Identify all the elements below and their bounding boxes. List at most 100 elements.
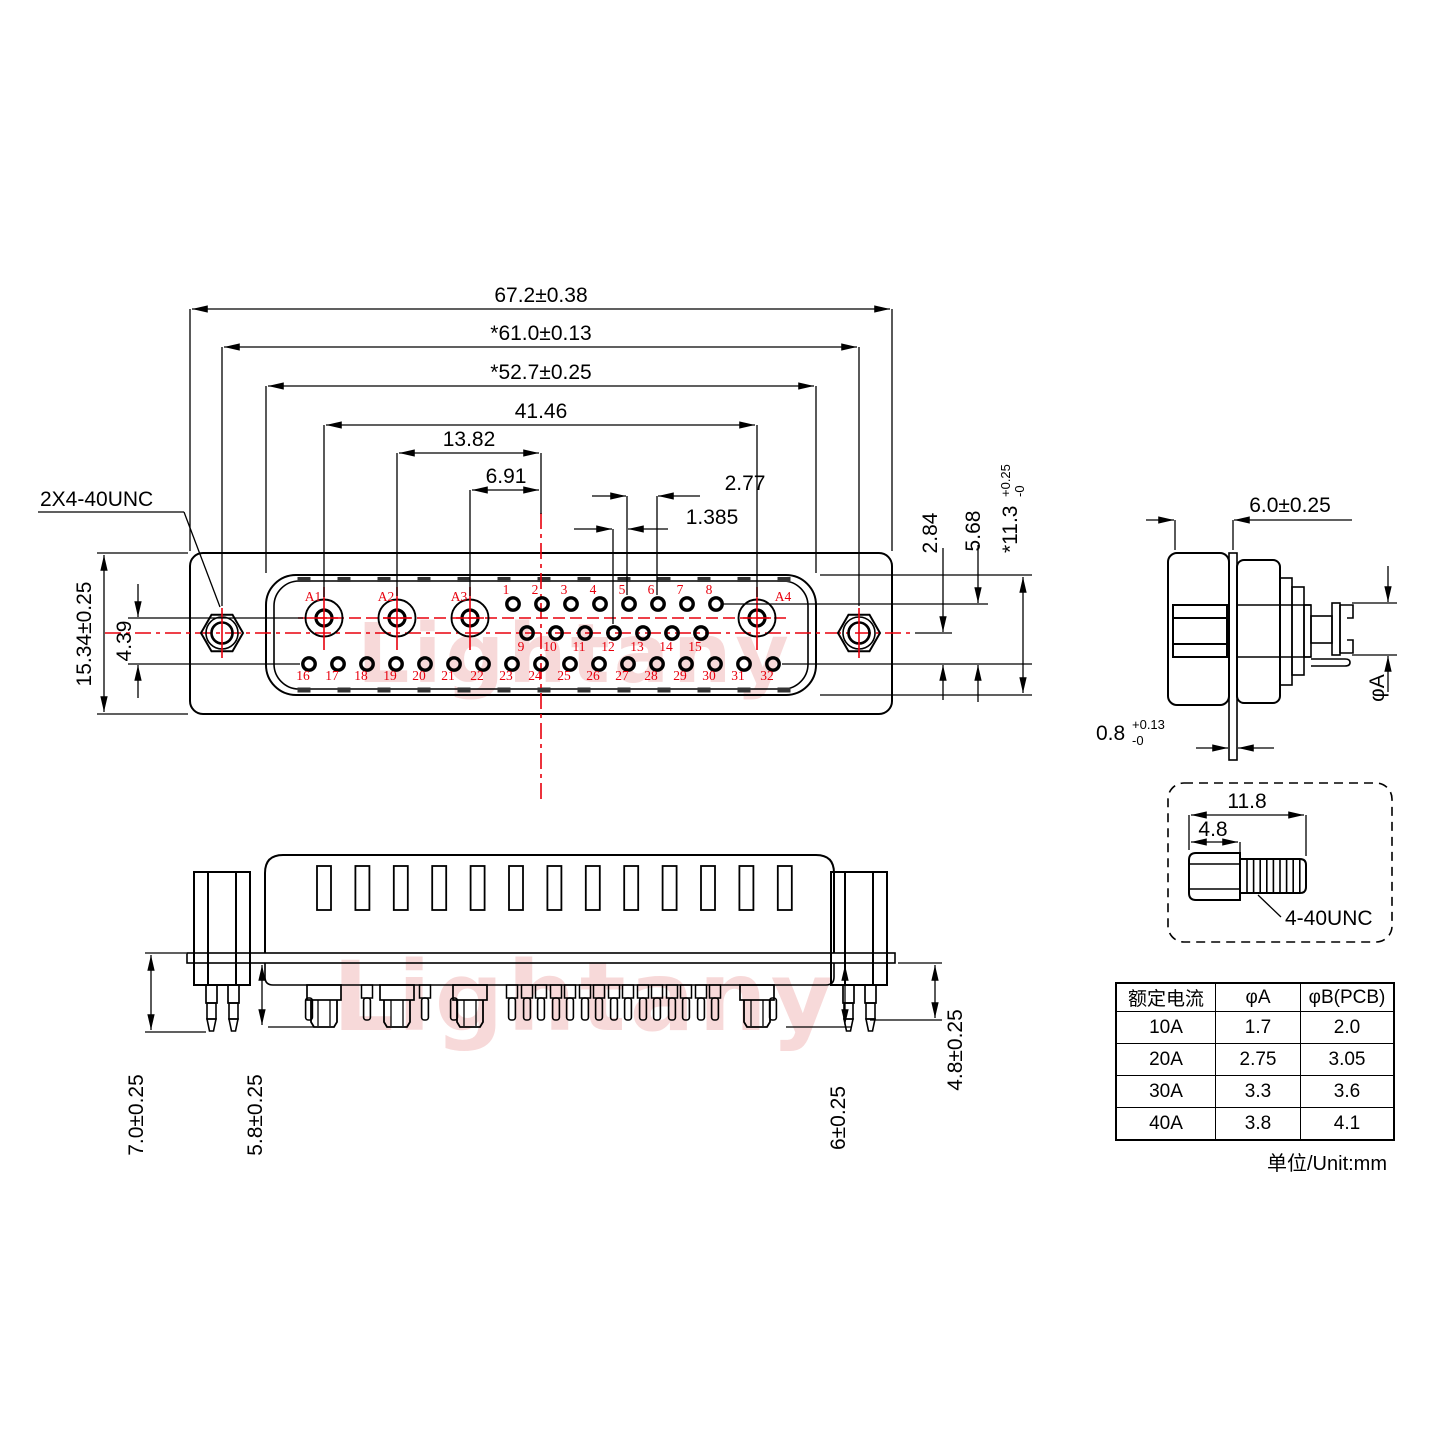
pin-label: 5 — [619, 582, 626, 597]
dim-row1-row3: 5.68 — [962, 511, 985, 552]
signal-tail — [652, 997, 662, 1021]
dim-width-coax: 41.46 — [515, 400, 568, 423]
signal-pin — [417, 656, 433, 672]
shell-finger-tick — [297, 577, 311, 582]
dim-width-body: *52.7±0.25 — [490, 361, 591, 384]
dim-row-stagger: 1.385 — [686, 506, 739, 529]
dim-rowa-row3: 4.39 — [113, 621, 136, 662]
signal-pin — [707, 656, 723, 672]
signal-pin — [548, 625, 564, 641]
unit-note: 单位/Unit:mm — [1267, 1153, 1387, 1175]
mount-nut-right — [836, 608, 882, 658]
signal-pin — [591, 656, 607, 672]
sv-pin — [1311, 658, 1351, 667]
sv-dim-depth: 6.0±0.25 — [1249, 494, 1331, 517]
sv-dim-plate-thickness: 0.8 +0.13 -0 — [1096, 717, 1165, 748]
screw-dims — [1188, 811, 1307, 918]
svg-text:0.8: 0.8 — [1096, 722, 1125, 745]
shell-finger-tick — [577, 577, 591, 582]
signal-pin — [621, 596, 637, 612]
pin-label: 17 — [325, 668, 339, 683]
bv-slot — [738, 865, 755, 911]
signal-pin — [708, 596, 724, 612]
bv-slot — [431, 865, 448, 911]
bv-dim-coax-tail-left: 5.8±0.25 — [244, 1074, 267, 1156]
coax-tail — [743, 1000, 771, 1028]
screw-thread-label: 4-40UNC — [1285, 907, 1373, 930]
pin-label: 30 — [702, 668, 716, 683]
pin-label: 19 — [383, 668, 397, 683]
svg-text:*11.3: *11.3 — [999, 506, 1022, 554]
screw-shape — [1188, 852, 1307, 901]
col-phi-a: φA — [1215, 982, 1301, 1012]
dim-flange-height: 15.34±0.25 — [73, 582, 96, 687]
bv-slot — [623, 865, 640, 911]
shell-finger-tick — [457, 687, 471, 693]
screw-dim-head: 4.8 — [1198, 818, 1227, 841]
coax-base — [379, 984, 415, 1001]
signal-pin — [301, 656, 317, 672]
shell-finger-tick — [337, 687, 351, 693]
signal-tail — [667, 997, 677, 1021]
coax-label: A2 — [378, 589, 395, 604]
detail-box — [1167, 782, 1393, 943]
signal-pin — [679, 596, 695, 612]
signal-tail — [362, 997, 372, 1021]
sv-body — [1236, 559, 1281, 704]
signal-tail — [696, 997, 706, 1021]
bv-slot — [700, 865, 716, 911]
signal-pin — [504, 656, 520, 672]
thread-callout: 2X4-40UNC — [40, 488, 153, 511]
shell-spring-fingers — [297, 577, 791, 693]
shell-finger-tick — [617, 577, 631, 582]
bv-slot — [354, 865, 371, 911]
shell-finger-tick — [777, 687, 791, 693]
bv-slots — [316, 865, 793, 911]
signal-tail — [638, 997, 648, 1021]
bv-slot — [661, 865, 678, 911]
watermark-bottom: Lightany — [333, 941, 838, 1053]
coax-tail — [456, 1000, 484, 1028]
screw-detail: 11.8 4.8 4-40UNC — [1167, 782, 1393, 943]
sv-shell — [1167, 552, 1230, 706]
pin-label: 23 — [499, 668, 513, 683]
signal-pin — [606, 625, 622, 641]
signal-pin — [736, 656, 752, 672]
signal-pin — [678, 656, 694, 672]
spec-table-header-row: 额定电流 φA φB(PCB) — [1115, 982, 1395, 1012]
signal-pin — [577, 625, 593, 641]
sv-dims — [1146, 516, 1397, 752]
pin-label: 6 — [648, 582, 655, 597]
pin-label: 27 — [615, 668, 629, 683]
shell-finger-tick — [297, 687, 311, 693]
pin-label: 11 — [573, 639, 586, 654]
bv-dim-screw-tail: 7.0±0.25 — [125, 1074, 148, 1156]
watermark-top: Lightany — [357, 607, 793, 702]
screw-tail-upper — [227, 984, 240, 1004]
bv-dim-coax-tail-right: 6±0.25 — [827, 1086, 850, 1150]
svg-text:+0.13: +0.13 — [1132, 717, 1165, 732]
signal-tail — [594, 997, 604, 1021]
shell-finger-tick — [417, 687, 431, 693]
bv-slot — [469, 865, 486, 911]
signal-tail — [609, 997, 619, 1021]
dim-width-overall: 67.2±0.38 — [494, 284, 587, 307]
pin-label: 28 — [644, 668, 658, 683]
screw-tail-mid — [865, 1002, 876, 1020]
bv-shell — [264, 854, 835, 953]
bv-standoff-left — [193, 871, 251, 986]
shell-finger-tick — [617, 687, 631, 693]
signal-pin — [388, 656, 404, 672]
signal-pin — [505, 596, 521, 612]
extension-lines-top — [189, 309, 893, 624]
svg-text:-0: -0 — [1012, 485, 1027, 497]
col-rated-current: 额定电流 — [1115, 982, 1216, 1012]
pin-label: 4 — [590, 582, 597, 597]
coax-label: A1 — [305, 589, 322, 604]
bv-slot — [392, 865, 409, 911]
shell-finger-tick — [657, 687, 671, 693]
signal-pin — [592, 596, 608, 612]
